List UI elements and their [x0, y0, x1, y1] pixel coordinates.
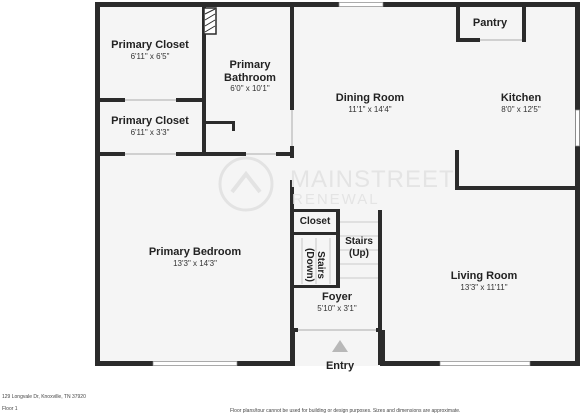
footer-floor: Floor 1 [2, 406, 18, 412]
floor-fill-upper-left [97, 4, 293, 366]
room-primary-closet-2: Primary Closet 6'11" x 3'3" [111, 115, 189, 137]
room-name: Foyer [322, 291, 352, 303]
entry-label: Entry [325, 360, 355, 372]
room-name: Pantry [472, 17, 508, 29]
room-dimensions: 13'3" x 14'3" [173, 258, 217, 268]
footer-disclaimer: Floor plans/tour cannot be used for buil… [230, 408, 461, 414]
room-dining-room: Dining Room 11'1" x 14'4" [336, 92, 404, 114]
outer-walls [95, 2, 580, 366]
room-primary-closet-1: Primary Closet 6'11" x 6'5" [111, 39, 189, 61]
hatch-fixture [203, 7, 217, 35]
room-dimensions: 11'1" x 14'4" [348, 104, 392, 114]
room-dimensions: 6'11" x 6'5" [130, 51, 170, 61]
watermark-logo-icon [218, 156, 274, 212]
room-stairs-down: Stairs (Down) [304, 242, 326, 288]
stairs-up-line1: Stairs [345, 236, 373, 247]
room-name: Living Room [450, 270, 518, 282]
room-name-line2: Bathroom [224, 71, 276, 84]
stairs-down-line2: (Down) [304, 248, 315, 282]
room-dimensions: 8'0" x 12'5" [501, 104, 541, 114]
room-name: Closet [299, 216, 331, 227]
stair-treads [301, 221, 378, 284]
room-primary-bedroom: Primary Bedroom 13'3" x 14'3" [149, 246, 241, 268]
watermark-subtext: RENEWAL [292, 191, 380, 208]
room-name: Kitchen [500, 92, 542, 104]
room-dimensions: 13'3" x 11'11" [460, 282, 508, 292]
entry-arrow-icon [332, 340, 348, 352]
room-name: Dining Room [335, 92, 405, 104]
room-name: Primary Bedroom [148, 246, 242, 258]
windows [152, 2, 580, 366]
stairs-up-line2: (Up) [348, 247, 369, 259]
floor-fill-main [293, 4, 578, 366]
room-primary-bathroom: Primary Bathroom 6'0" x 10'1" [224, 59, 276, 93]
room-dimensions: 6'11" x 3'3" [130, 127, 170, 137]
room-dimensions: 6'0" x 10'1" [230, 84, 270, 94]
room-foyer: Foyer 5'10" x 3'1" [317, 291, 356, 313]
room-stairs-up: Stairs (Up) [345, 236, 373, 259]
room-name-line1: Primary [229, 59, 271, 71]
room-dimensions: 5'10" x 3'1" [317, 303, 357, 313]
room-closet: Closet [300, 216, 331, 228]
stairs-down-line1: Stairs [315, 251, 326, 279]
room-kitchen: Kitchen 8'0" x 12'5" [501, 92, 541, 114]
door-openings [125, 39, 522, 331]
room-living-room: Living Room 13'3" x 11'11" [451, 270, 518, 292]
interior-walls [97, 4, 577, 365]
footer-address: 129 Longvale Dr, Knoxville, TN 37920 [2, 394, 86, 400]
room-name: Primary Closet [111, 39, 189, 51]
room-name: Primary Closet [111, 115, 189, 127]
room-pantry: Pantry [473, 17, 507, 30]
watermark-text: MAINSTREET [290, 166, 455, 193]
